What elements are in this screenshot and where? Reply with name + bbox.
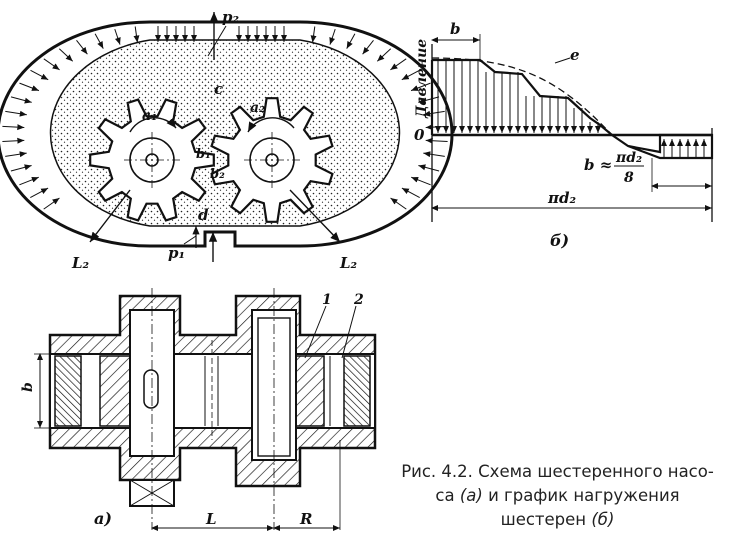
graph-dims [431, 34, 712, 211]
pressure-arrow [346, 33, 356, 49]
force-arrow-left [89, 189, 131, 243]
pressure-arrow [30, 187, 49, 199]
caption-line-2-start: са [435, 486, 455, 505]
caption-line-2: са (а) и график нагружения [385, 484, 730, 508]
pressure-arrow [30, 69, 49, 81]
graph-formula-left: b ≈ [584, 156, 612, 174]
pressure-arrow [390, 58, 407, 71]
pressure-arrow [425, 137, 448, 144]
pressure-arrow [133, 26, 140, 43]
figure-caption: Рис. 4.2. Схема шестеренного насо- са (а… [385, 460, 730, 532]
pressure-arrow [94, 33, 104, 49]
graph-label-b: b [450, 20, 461, 38]
label-2: 2 [353, 292, 364, 308]
label-R: R [299, 510, 312, 528]
label-b-section: b [20, 382, 36, 392]
pressure-arrow [401, 187, 420, 199]
rotation-arrow-left [129, 117, 177, 133]
leader-p1 [183, 235, 197, 245]
pressure-arrow [10, 164, 32, 172]
label-d: d [198, 206, 209, 224]
pressure-arrow [5, 110, 27, 117]
rotation-arrow-right [247, 117, 295, 133]
pressure-arrow [425, 124, 448, 131]
caption-line-1: Рис. 4.2. Схема шестеренного насо- [401, 462, 714, 481]
graph-formula-num: πd₂ [615, 150, 642, 166]
pressure-arrow [19, 176, 39, 186]
caption-line-3: шестерен (б) [385, 508, 730, 532]
pressure-arrow [410, 82, 431, 92]
label-p2: p₂ [222, 8, 239, 26]
load-graph [430, 44, 714, 222]
pressure-arrow [362, 39, 374, 55]
caption-line-2-end: и график нагружения [488, 486, 680, 505]
graph-pid2: πd₂ [547, 189, 576, 207]
pressure-arrow [2, 137, 25, 144]
pressure-arrow [76, 39, 88, 55]
pressure-arrow [114, 28, 121, 45]
pressure-arrow [43, 58, 60, 71]
longitudinal-section [34, 288, 377, 531]
label-c: c [214, 80, 223, 98]
label-L: L [205, 510, 217, 528]
graph-zero: 0 [414, 126, 425, 144]
pressure-arrow [10, 96, 32, 104]
label-l2-right: L₂ [339, 254, 358, 272]
label-p1: p₁ [168, 244, 185, 262]
label-b2: b₂ [210, 167, 225, 182]
gear-right [210, 97, 334, 223]
caption-ref-a: (а) [459, 486, 483, 505]
label-a2: a₂ [250, 100, 265, 116]
pressure-arrow [401, 69, 420, 81]
label-a1: a₁ [142, 108, 157, 124]
graph-arrows [435, 60, 707, 157]
caption-ref-b: (б) [591, 510, 615, 529]
pressure-arrow [19, 82, 40, 92]
graph-ylabel: Давление [414, 39, 430, 119]
chamber-c [196, 60, 230, 150]
envelope-e [431, 57, 613, 136]
pressure-arrow [418, 96, 440, 104]
pressure-arrow [423, 151, 445, 158]
graph-formula-den: 8 [624, 170, 634, 186]
label-b1: b₁ [196, 147, 211, 162]
pressure-arrow [43, 197, 60, 210]
force-arrow-right [289, 189, 341, 243]
pump-housing [0, 20, 454, 248]
pressure-arrow [423, 110, 445, 117]
graph-label-e: e [570, 46, 580, 64]
pressure-arrow [329, 28, 336, 45]
leader-p2 [207, 25, 227, 57]
pressure-arrow [376, 48, 392, 62]
pressure-arrow [411, 176, 431, 186]
pressure-arrows [2, 26, 448, 210]
pressure-arrow [2, 124, 25, 131]
pressure-arrow [418, 164, 440, 172]
pressure-arrow [390, 197, 407, 210]
pressure-arrow [5, 151, 27, 158]
pressure-arrow [58, 48, 74, 62]
panel-label-a: a) [94, 509, 112, 528]
panel-label-b: б) [550, 231, 569, 250]
label-1: 1 [322, 292, 332, 308]
caption-line-3-start: шестерен [500, 510, 587, 529]
label-l2-left: L₂ [71, 254, 90, 272]
gear-left [89, 98, 215, 222]
pressure-arrow [310, 26, 317, 43]
